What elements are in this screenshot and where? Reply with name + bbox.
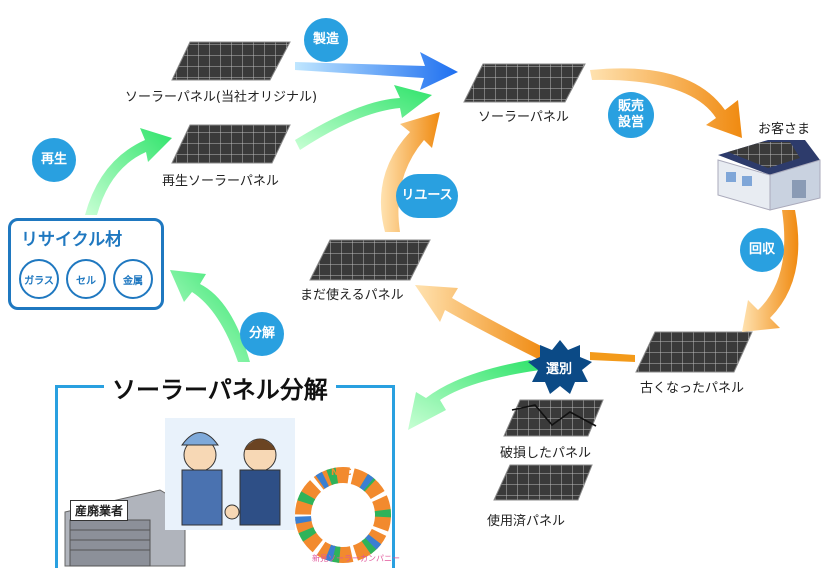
arrow-reuse [380, 112, 440, 232]
label-damaged: 破損したパネル [500, 446, 592, 461]
panel-damaged-graphic [503, 399, 604, 437]
nsc-logo-icon [295, 467, 391, 563]
recycle-item-glass: ガラス [19, 259, 59, 299]
label-still-usable: まだ使えるパネル [300, 288, 404, 303]
badge-manufacture: 製造 [304, 18, 348, 62]
sort-burst-icon [528, 340, 592, 394]
arrow-recover [742, 210, 799, 332]
label-customer: お客さま [758, 122, 811, 137]
disassembly-title: ソーラーパネル分解 [104, 370, 336, 405]
label-panel-regenerated: 再生ソーラーパネル [162, 174, 279, 189]
arrow-sort-to-disassembly [408, 360, 540, 430]
arrow-old-to-sort [590, 352, 635, 362]
panel-still-usable-graphic [309, 239, 431, 281]
arrow-disassembly-to-recycle [170, 270, 250, 362]
arrow-recycle-to-regenerated [85, 128, 172, 215]
panel-used-graphic [493, 464, 593, 501]
badge-sale-line1: 販売 [617, 99, 644, 114]
customer-house-icon [717, 140, 821, 211]
badge-reuse: リユース [396, 174, 458, 218]
panel-regenerated-graphic [171, 124, 291, 164]
arrow-sort-to-reuse [415, 285, 545, 360]
arrow-sale [590, 68, 742, 138]
arrow-regenerated-to-main [295, 85, 432, 150]
badge-disassemble: 分解 [240, 312, 284, 356]
recycle-materials-box: リサイクル材 ガラス セル 金属 [8, 218, 164, 310]
industry-label: 産廃業者 [70, 500, 129, 521]
badge-recover: 回収 [740, 228, 784, 272]
arrow-manufacture [295, 52, 458, 90]
recycle-title: リサイクル材 [21, 230, 123, 250]
logo-bottom-text: 新見ソーラーカンパニー [312, 554, 400, 563]
panel-old-graphic [635, 331, 753, 373]
label-used: 使用済パネル [487, 514, 566, 529]
recycle-item-metal: 金属 [113, 259, 153, 299]
label-panel-main: ソーラーパネル [478, 110, 569, 125]
panel-original-graphic [171, 41, 291, 81]
handshake-illustration [165, 418, 295, 530]
badge-sort: 選別 [546, 362, 573, 377]
recycle-item-cell: セル [66, 259, 106, 299]
label-old-panel: 古くなったパネル [640, 381, 745, 396]
panel-main-graphic [463, 63, 586, 103]
badge-sale: 販売 設営 [608, 92, 654, 138]
badge-sale-line2: 設営 [617, 115, 644, 130]
label-panel-original: ソーラーパネル(当社オリジナル) [125, 90, 318, 105]
logo-top-text: NSC [331, 468, 352, 478]
badge-regenerate: 再生 [32, 138, 76, 182]
